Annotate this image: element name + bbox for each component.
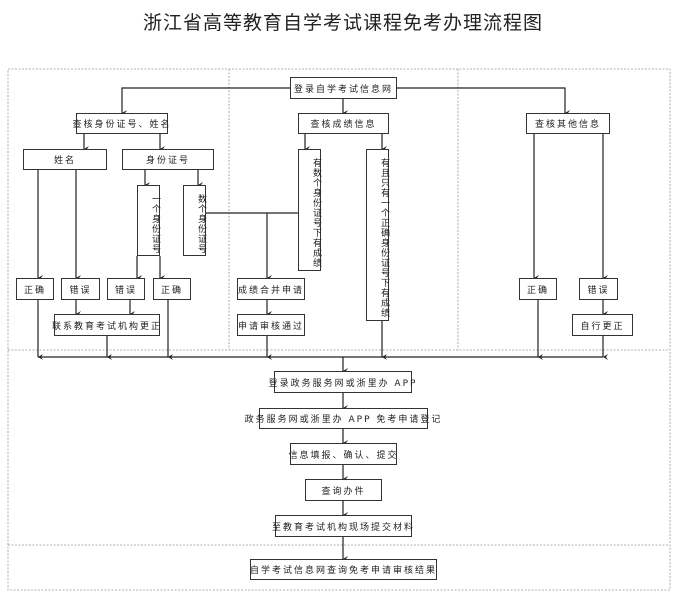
fill-info-box: 信息填报、确认、提交 [289,443,397,465]
id-number-box: 身份证号 [122,149,214,170]
name-wrong-box: 错误 [61,278,100,300]
other-wrong-box: 错误 [579,278,618,300]
scores-multi-ids-box: 有数个身份证号下有成绩 [298,149,321,271]
merge-scores-box: 成绩合并申请 [237,278,305,300]
contact-exam-org-box: 联系教育考试机构更正 [52,314,160,336]
register-box: 政务服务网或浙里办 APP 免考申请登记 [245,408,440,429]
query-result-box: 自学考试信息网查询免考申请审核结果 [250,559,437,580]
other-correct-box: 正确 [519,278,557,300]
login-gov-box: 登录政务服务网或浙里办 APP [269,371,415,393]
check-id-name-box: 查核身份证号、姓名 [73,113,170,134]
self-correct-box: 自行更正 [572,314,633,336]
approved-box: 申请审核通过 [237,314,305,336]
name-box: 姓名 [23,149,107,170]
query-case-box: 查询办件 [305,479,382,501]
multiple-ids-box: 数个身份证号 [183,185,206,256]
name-correct-box: 正确 [16,278,54,300]
connector-arrow [397,87,570,116]
login-zikao-box: 登录自学考试信息网 [290,77,397,99]
submit-materials-box: 至教育考试机构现场提交材料 [272,515,413,537]
one-id-box: 一个身份证号 [137,185,160,256]
id-wrong-box: 错误 [107,278,145,300]
page-title: 浙江省高等教育自学考试课程免考办理流程图 [142,12,543,34]
scores-one-id-box: 有且只有一个正确身份证号下有成绩 [366,149,389,321]
section-divider [7,68,671,591]
check-scores-box: 查核成绩信息 [298,113,389,134]
id-correct-box: 正确 [153,278,191,300]
connector-arrow [121,87,290,116]
check-other-box: 查核其他信息 [526,113,610,134]
